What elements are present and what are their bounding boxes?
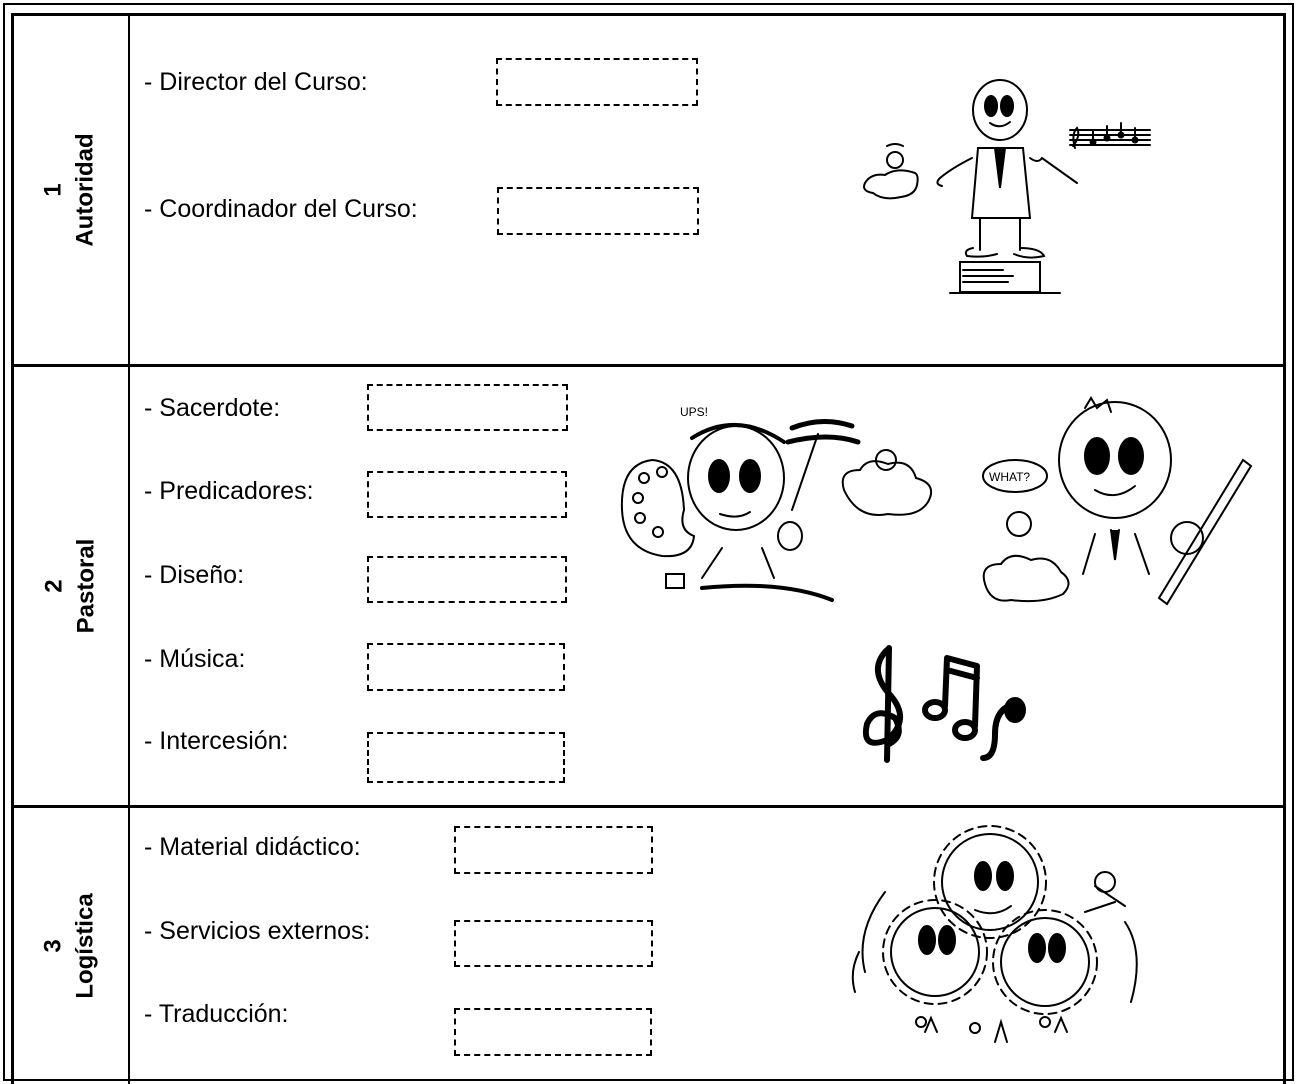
section-2-title: Pastoral (72, 538, 99, 634)
section-1-number: 1 (40, 183, 68, 197)
musica-label: - Música: (144, 645, 246, 673)
sacerdote-field[interactable] (367, 384, 568, 431)
director-label: - Director del Curso: (144, 68, 368, 96)
diseno-label: - Diseño: (144, 561, 245, 589)
page-frame (3, 3, 1294, 1081)
row-divider-2 (11, 805, 1286, 808)
section-1-header: 1 Autoridad (16, 16, 124, 364)
predicadores-field[interactable] (367, 471, 567, 518)
section-2-number: 2 (40, 579, 67, 593)
row-divider-1 (11, 364, 1286, 367)
gears-illustration (851, 825, 1138, 1043)
sacerdote-label: - Sacerdote: (144, 394, 281, 422)
conductor-illustration (863, 79, 1151, 294)
diseno-field[interactable] (367, 556, 567, 603)
musica-field[interactable] (367, 643, 565, 691)
section-2-header: 2 Pastoral (16, 367, 124, 805)
painter-illustration: UPS! (620, 405, 932, 602)
servicios-label: - Servicios externos: (144, 917, 371, 945)
student-illustration: WHAT? (982, 396, 1253, 606)
music-notes-illustration (863, 645, 1026, 763)
section-3-number: 3 (39, 939, 67, 953)
section-3-header: 3 Logística (16, 808, 124, 1084)
table-frame (11, 13, 1286, 1084)
director-field[interactable] (496, 58, 698, 106)
coordinator-label: - Coordinador del Curso: (144, 195, 418, 223)
coordinator-field[interactable] (497, 187, 699, 235)
section-1-title: Autoridad (72, 133, 100, 247)
intercesion-label: - Intercesión: (144, 727, 289, 755)
column-divider (128, 13, 130, 1084)
intercesion-field[interactable] (367, 732, 565, 783)
servicios-field[interactable] (454, 920, 653, 967)
section-3-title: Logística (71, 893, 99, 999)
material-label: - Material didáctico: (144, 833, 361, 861)
student-speech: WHAT? (989, 470, 1030, 484)
predicadores-label: - Predicadores: (144, 477, 314, 505)
material-field[interactable] (454, 826, 653, 874)
traduccion-field[interactable] (454, 1008, 652, 1056)
traduccion-label: - Traducción: (144, 1000, 289, 1028)
painter-speech: UPS! (680, 405, 708, 419)
